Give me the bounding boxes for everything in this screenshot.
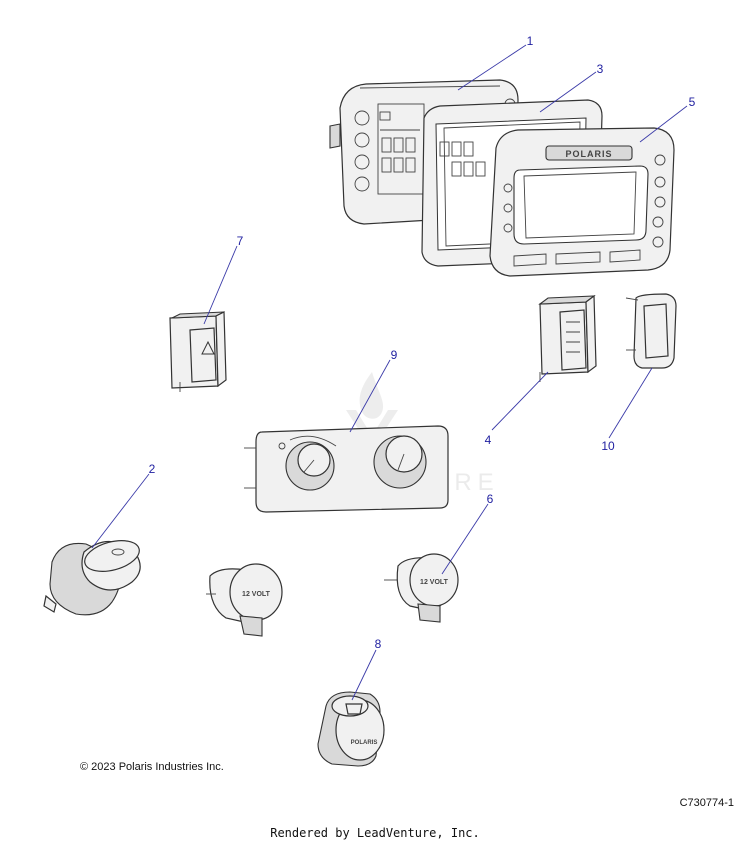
callout-9[interactable]: 9 [391,348,398,362]
drawing-number: C730774-1 [679,797,734,809]
callout-4[interactable]: 4 [485,433,492,447]
lcd-segments [379,111,420,173]
outlet-label-right: 12 VOLT [420,579,449,586]
v-logo [346,410,398,450]
rendered-by-credit: Rendered by LeadVenture, Inc. [270,826,480,840]
flame-logo [359,372,384,419]
hazard-triangle-icon [201,340,215,355]
usb-brand-text: POLARIS [351,740,378,746]
gasket-lcd-digits [439,141,486,177]
callout-5[interactable]: 5 [689,95,696,109]
part-8-usb-port[interactable]: POLARIS [317,691,385,767]
part-5-bezel[interactable]: POLARIS [489,127,675,277]
bezel-brand-text: POLARIS [565,149,612,159]
callout-8[interactable]: 8 [375,637,382,651]
part-2-rotary-knob[interactable] [43,535,143,616]
part-7-hazard-switch[interactable] [169,311,227,392]
callout-10[interactable]: 10 [601,439,615,453]
part-9-control-panel[interactable] [244,425,449,513]
callout-3[interactable]: 3 [597,62,604,76]
callout-7[interactable]: 7 [237,234,244,248]
outlet-label-left: 12 VOLT [242,591,271,598]
callout-2[interactable]: 2 [149,462,156,476]
part-4-rocker-switch[interactable] [538,294,597,382]
power-outlet-12v-left[interactable]: 12 VOLT [206,563,283,637]
leader-lines [91,44,688,701]
part-10-blank-plug[interactable] [625,293,677,369]
callout-1[interactable]: 1 [527,34,534,48]
callout-6[interactable]: 6 [487,492,494,506]
copyright-text: © 2023 Polaris Industries Inc. [80,761,224,773]
part-6-power-outlet-12v[interactable]: 12 VOLT [384,553,459,623]
callouts: 1 2 3 4 5 6 7 8 9 10 [149,34,696,651]
